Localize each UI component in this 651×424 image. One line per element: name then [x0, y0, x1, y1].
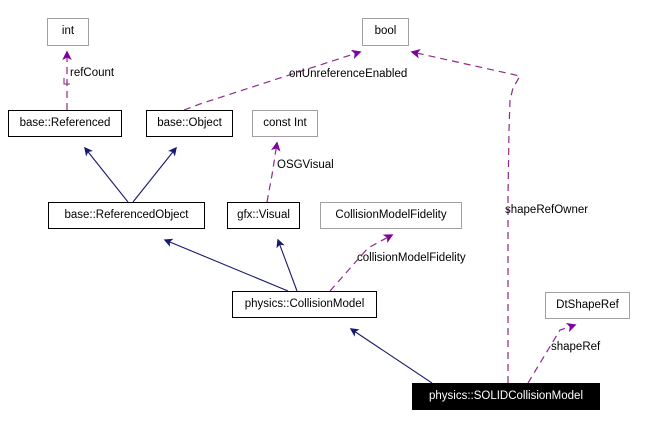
class-node-gfx-visual[interactable]: gfx::Visual: [227, 202, 300, 229]
edge-label-osgvisual: OSGVisual: [277, 159, 334, 171]
edge-shaperef: [527, 322, 577, 384]
edge-inherit-referencedobject-referenced: [84, 146, 129, 203]
edge-onunreferenceenabled: [183, 49, 362, 111]
edge-label-collisionmodelfidelity: collisionModelFidelity: [357, 252, 466, 264]
class-node-label: physics::SOLIDCollisionModel: [428, 389, 584, 402]
class-node-label: base::Referenced: [19, 116, 111, 129]
edge-collisionmodelfidelity: [329, 234, 394, 292]
edge-osgvisual: [266, 141, 281, 203]
class-node-label: bool: [374, 25, 397, 38]
edge-label-shaperefowner: shapeRefOwner: [505, 204, 589, 216]
edge-inherit-collisionmodel-referencedobject: [163, 238, 289, 292]
class-node-bool[interactable]: bool: [362, 18, 409, 46]
class-node-int[interactable]: int: [47, 18, 89, 46]
class-node-label: gfx::Visual: [237, 208, 290, 221]
edge-label-shaperef: shapeRef: [551, 341, 601, 353]
class-node-collisionmodelfidelity[interactable]: CollisionModelFidelity: [320, 202, 462, 229]
edge-inherit-solid-collisionmodel: [349, 328, 433, 384]
class-node-base-object[interactable]: base::Object: [146, 110, 233, 137]
edge-label-onunreferenceenabled: onUnreferenceEnabled: [289, 68, 408, 80]
edge-label-refcount: refCount: [70, 67, 115, 79]
class-node-label: base::Object: [157, 116, 222, 129]
class-node-label: const Int: [263, 116, 307, 129]
edge-inherit-collisionmodel-visual: [276, 238, 298, 292]
edge-shaperefowner: [410, 49, 521, 383]
class-node-label: base::ReferencedObject: [64, 208, 189, 221]
edge-refcount: [62, 50, 72, 110]
class-node-base-referencedobject[interactable]: base::ReferencedObject: [48, 202, 205, 229]
class-node-physics-solidcollisionmodel[interactable]: physics::SOLIDCollisionModel: [412, 383, 600, 410]
class-node-dtshaperef[interactable]: DtShapeRef: [545, 292, 630, 319]
edge-inherit-referencedobject-object: [132, 146, 177, 203]
class-node-label: physics::CollisionModel: [244, 297, 365, 310]
class-node-label: CollisionModelFidelity: [335, 208, 447, 221]
class-node-physics-collisionmodel[interactable]: physics::CollisionModel: [232, 291, 377, 318]
class-node-label: DtShapeRef: [556, 298, 619, 311]
class-node-const-int[interactable]: const Int: [252, 110, 318, 137]
class-node-base-referenced[interactable]: base::Referenced: [8, 110, 122, 137]
class-node-label: int: [61, 25, 75, 38]
